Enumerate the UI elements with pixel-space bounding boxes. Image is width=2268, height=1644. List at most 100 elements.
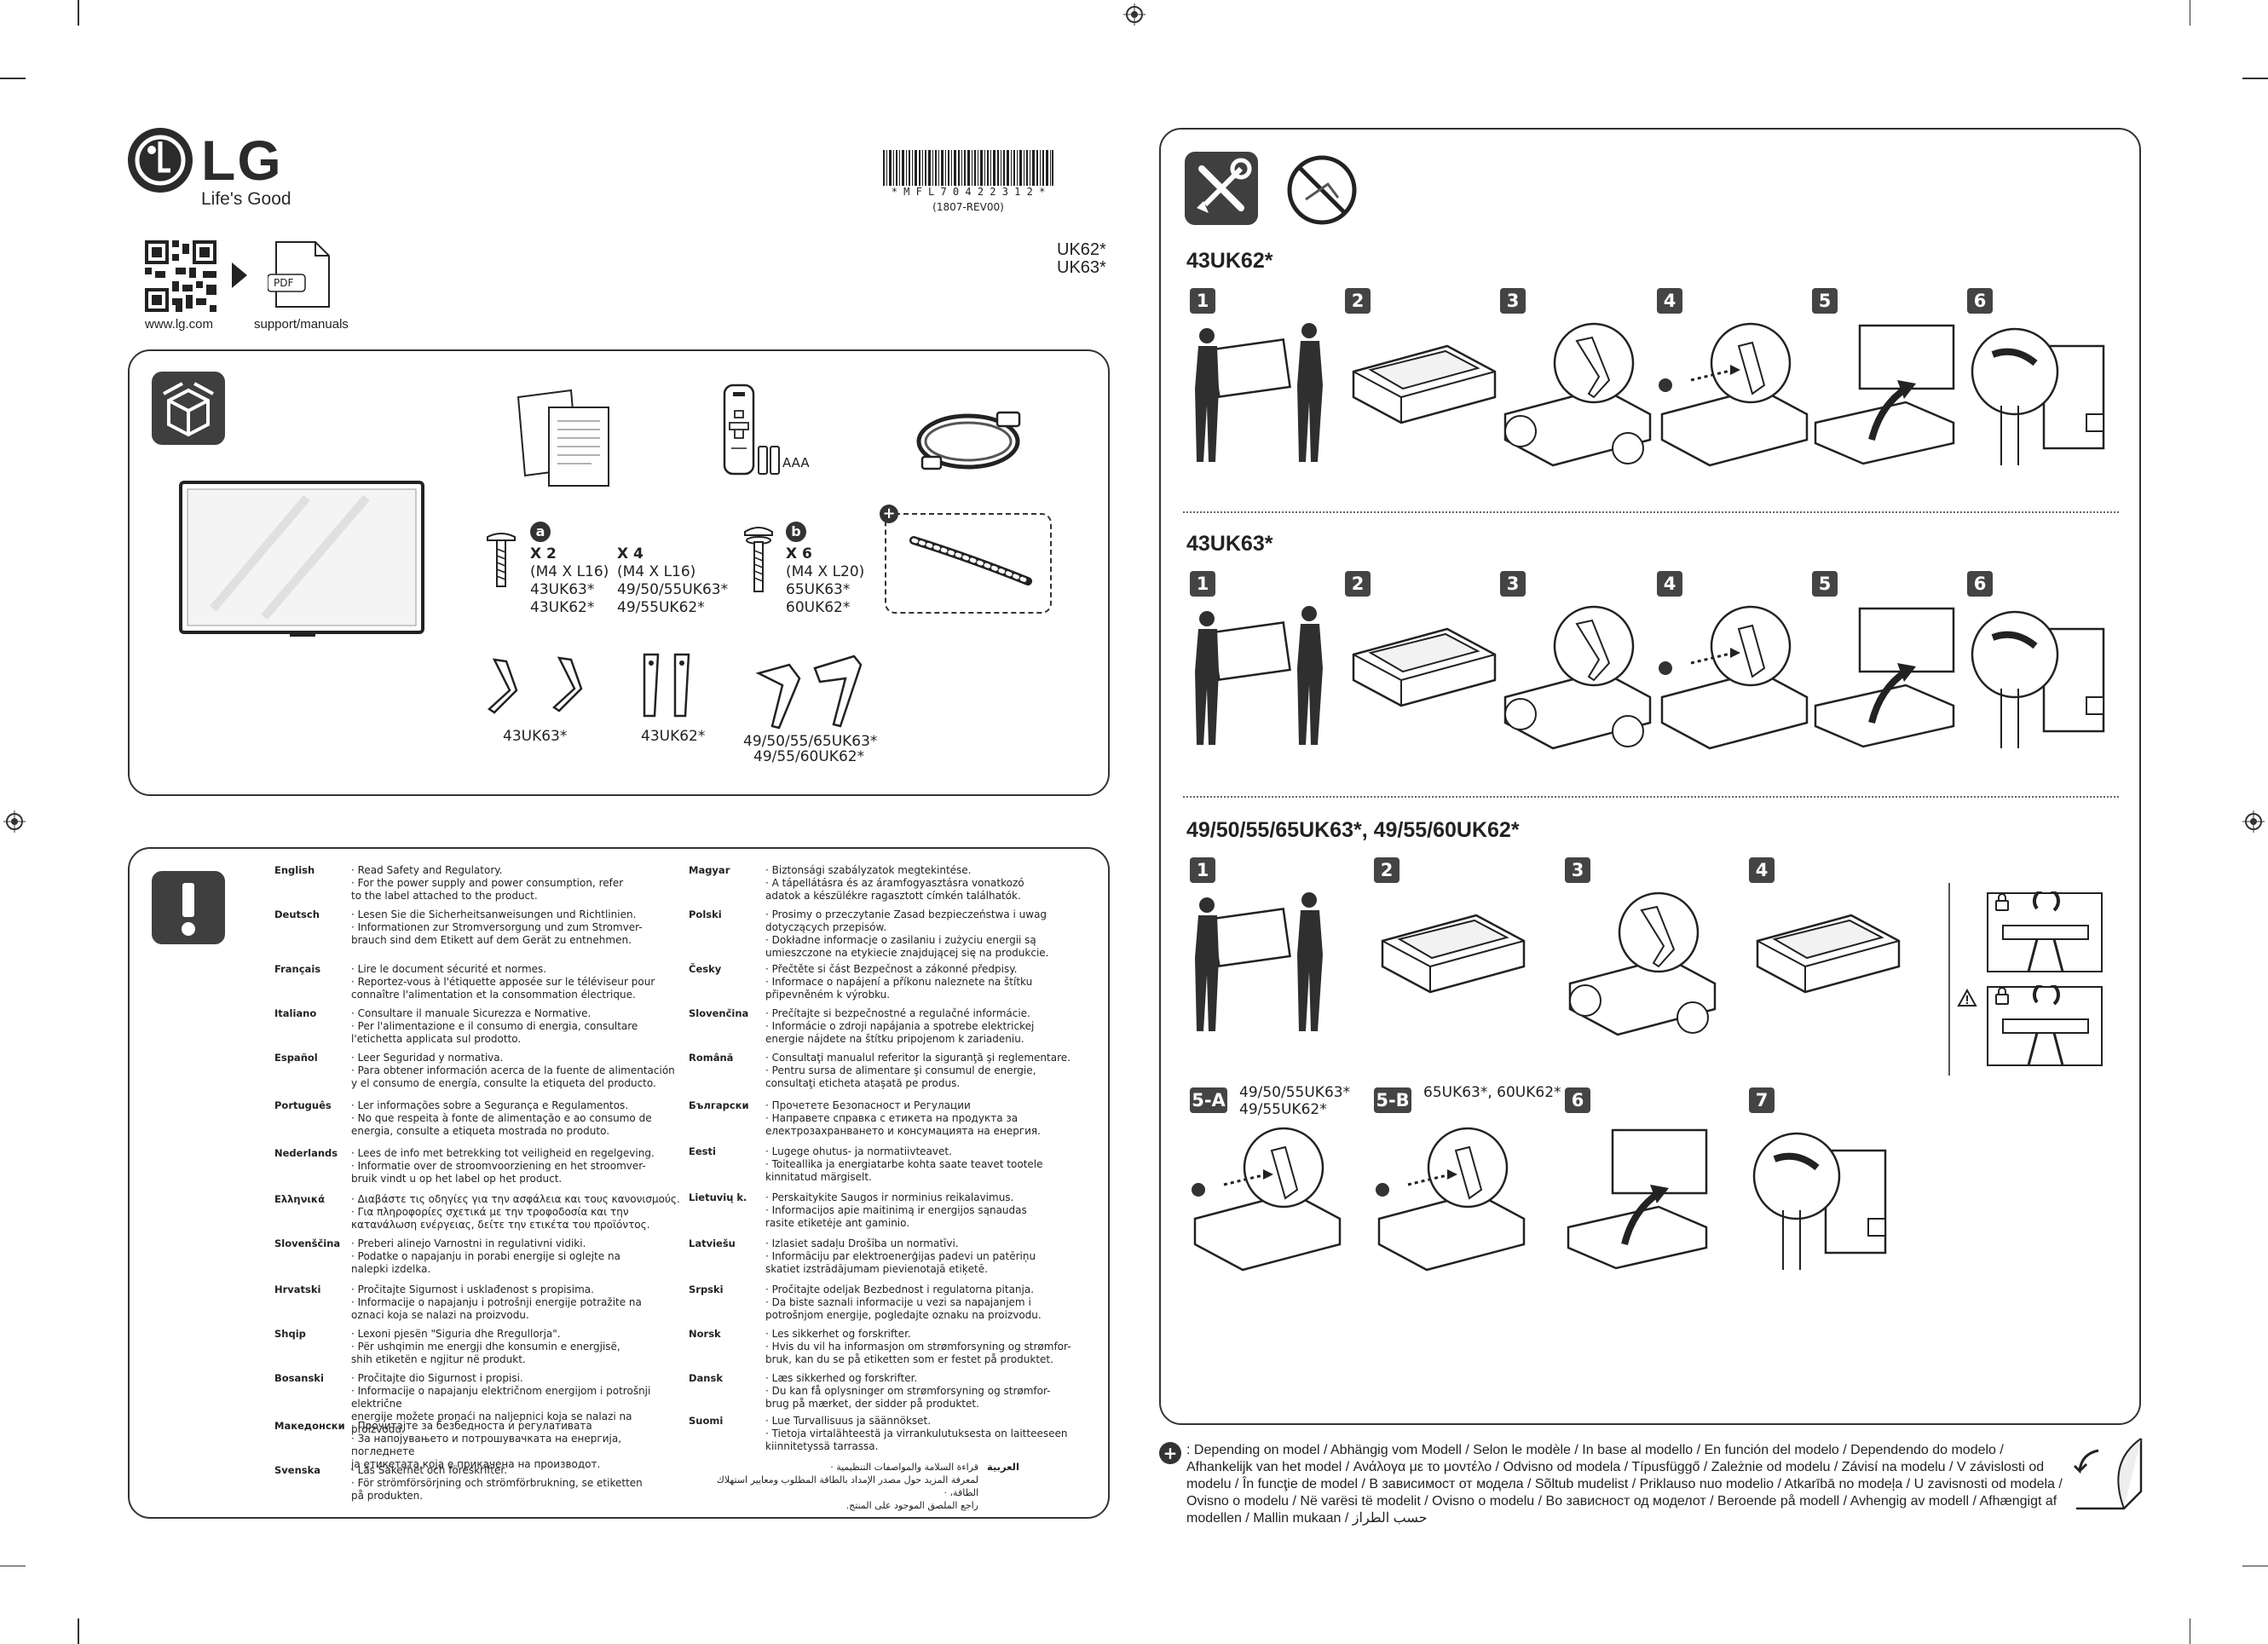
language-name: English [274,864,315,876]
crop-mark [2242,1565,2268,1566]
pdf-label: PDF [274,277,294,289]
stand-label-43uk63: 43UK63* [503,728,568,745]
step-number: 6 [1967,571,1993,597]
language-name: Italiano [274,1007,317,1019]
crop-mark [0,1565,26,1566]
step-number: 2 [1345,288,1371,314]
step-number: 6 [1565,1087,1590,1113]
registration-mark-icon [3,810,26,833]
language-instructions: · Прочетете Безопасност и Регулации · На… [765,1099,1041,1137]
optional-item-box [885,513,1052,614]
language-instructions: · Ler informações sobre a Segurança e Re… [351,1099,652,1137]
language-instructions: · Prosimy o przeczytanie Zasad bezpiecze… [765,909,1049,959]
step-illustration [1812,320,1957,469]
language-name: Polski [689,909,722,920]
crop-mark [78,1618,79,1644]
screw-a-model-1: 43UK63* [530,581,595,598]
step-illustration [1190,1125,1343,1282]
step-illustration [1190,603,1335,752]
screw-a-model-2: 43UK62* [530,599,595,616]
screw-x4-model-2: 49/55UK62* [617,599,705,616]
callout-a-badge: a [530,522,551,542]
step-number: 2 [1345,571,1371,597]
step-number: 3 [1500,288,1526,314]
language-instructions: · Lire le document sécurité et normes. ·… [351,963,655,1001]
revision-code: (1807-REV00) [932,201,1004,213]
section-title-43uk62: 43UK62* [1186,249,1273,273]
language-instructions: · Biztonsági szabályzatok megtekintése. … [765,864,1024,902]
box-contents-icon [152,372,225,445]
step-illustration [1967,320,2112,469]
safety-language-list-left: English · Read Safety and Regulatory. · F… [274,864,684,1512]
language-name: Português [274,1099,332,1111]
step-number: 5 [1812,571,1838,597]
safety-language-list-right: Magyar · Biztonsági szabályzatok megtekin… [689,864,1098,1512]
language-instructions: · Izlasiet sadaļu Drošība un normatīvi. … [765,1237,1036,1275]
screw-a-details: X 2 (M4 X L16) 43UK63* 43UK62* [530,545,609,617]
manuals-link[interactable]: support/manuals [254,317,349,332]
tools-icon [1185,152,1258,225]
language-instructions: · Lugege ohutus- ja normatiivteavet. · T… [765,1145,1043,1183]
language-name: Latviešu [689,1237,736,1249]
language-name: العربية [987,1461,1019,1473]
page-turn-icon [2073,1438,2143,1510]
lock-steps-divider [1948,883,1950,1076]
language-instructions: · Lees de info met betrekking tot veilig… [351,1147,655,1185]
step-illustration [1345,603,1498,718]
step-number: 1 [1190,857,1215,883]
language-instructions: قراءة السلامة والمواصفات التنظيمية · لمع… [716,1462,978,1511]
step-illustration [1500,603,1653,760]
crop-mark [2189,1618,2190,1644]
stand-43uk62-illustration [643,653,690,718]
screw-a-size: (M4 X L16) [530,563,609,580]
step-number: 5-B [1374,1087,1411,1113]
step-number: 2 [1374,857,1399,883]
cable-holder-illustration [909,536,1032,585]
step-illustration [1190,320,1335,469]
stand-label-43uk62: 43UK62* [641,728,706,745]
language-instructions: · Read Safety and Regulatory. · For the … [351,864,624,902]
language-name: Česky [689,963,722,975]
brand-name: LG [201,129,283,192]
barcode [883,150,1053,186]
step-illustration [1374,890,1527,1004]
language-name: Norsk [689,1328,721,1340]
stand-large-illustration [755,655,863,730]
step-illustration [1345,320,1498,435]
screw-x4-model-1: 49/50/55UK63* [617,581,729,598]
crop-mark [78,0,79,26]
step-illustration [1500,320,1653,477]
section-divider [1183,511,2119,513]
language-name: Magyar [689,864,730,876]
lg-logo: LG Life's Good [126,126,331,211]
manuals-illustration [517,389,609,487]
language-instructions: · Lexoni pjesën "Siguria dhe Rregullorja… [351,1328,620,1365]
website-link[interactable]: www.lg.com [145,317,214,332]
warning-icon [152,871,225,944]
language-name: Slovenščina [274,1237,341,1249]
warning-triangle-icon [1957,989,1977,1007]
language-instructions: · Pročitajte Sigurnost i usklađenost s p… [351,1283,642,1321]
section-divider [1183,796,2119,798]
package-contents-panel [128,349,1110,796]
screw-b-illustration [744,527,773,592]
registration-mark-icon [2242,810,2265,833]
language-name: Slovenčina [689,1007,749,1019]
language-name: Español [274,1052,318,1064]
step-number: 4 [1657,288,1682,314]
stand-label-large-1: 49/50/55/65UK63* [743,733,878,750]
step-number: 7 [1749,1087,1775,1113]
step-illustration [1749,1125,1894,1273]
safety-panel [128,847,1110,1519]
screw-b-size: (M4 X L20) [786,563,865,580]
screw-a-qty: X 2 [530,545,557,562]
language-name: Français [274,963,321,975]
tv-illustration [179,481,424,637]
language-instructions: · Leer Seguridad y normativa. · Para obt… [351,1052,675,1089]
qr-code-icon [145,240,216,312]
step-number: 1 [1190,571,1215,597]
language-instructions: · Les sikkerhet og forskrifter. · Hvis d… [765,1328,1071,1365]
language-name: Ελληνικά [274,1193,325,1205]
screw-x4-details: X 4 (M4 X L16) 49/50/55UK63* 49/55UK62* [617,545,728,617]
language-instructions: · Lue Turvallisuus ja säännökset. · Tiet… [765,1415,1068,1452]
